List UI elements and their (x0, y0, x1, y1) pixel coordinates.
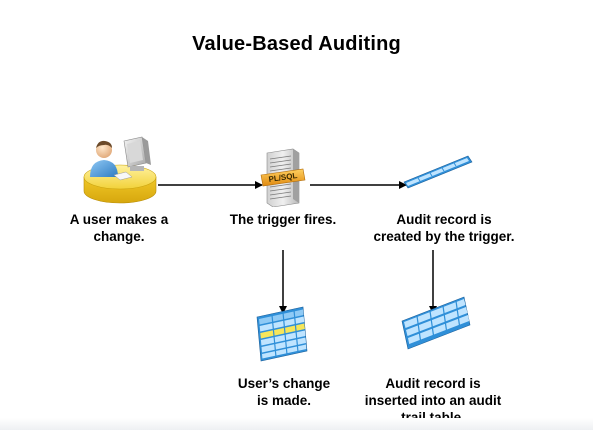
bottom-band (0, 418, 593, 430)
data-table-icon (256, 306, 308, 362)
user-change-step-label: A user makes a change. (69, 212, 169, 244)
plsql-trigger-icon: PL/SQL (260, 148, 306, 207)
user-at-computer-icon (83, 136, 157, 204)
trigger-fires-step-label: The trigger fires. (229, 212, 337, 227)
audit-record-created-label: Audit record is created by the trigger. (373, 212, 515, 244)
audit-record-row-icon (403, 155, 473, 189)
plsql-badge-label: PL/SQL (268, 171, 298, 184)
user-change-made-label: User’s change is made. (237, 376, 331, 408)
audit-trail-table-icon (401, 296, 471, 350)
page-title: Value-Based Auditing (192, 33, 401, 55)
